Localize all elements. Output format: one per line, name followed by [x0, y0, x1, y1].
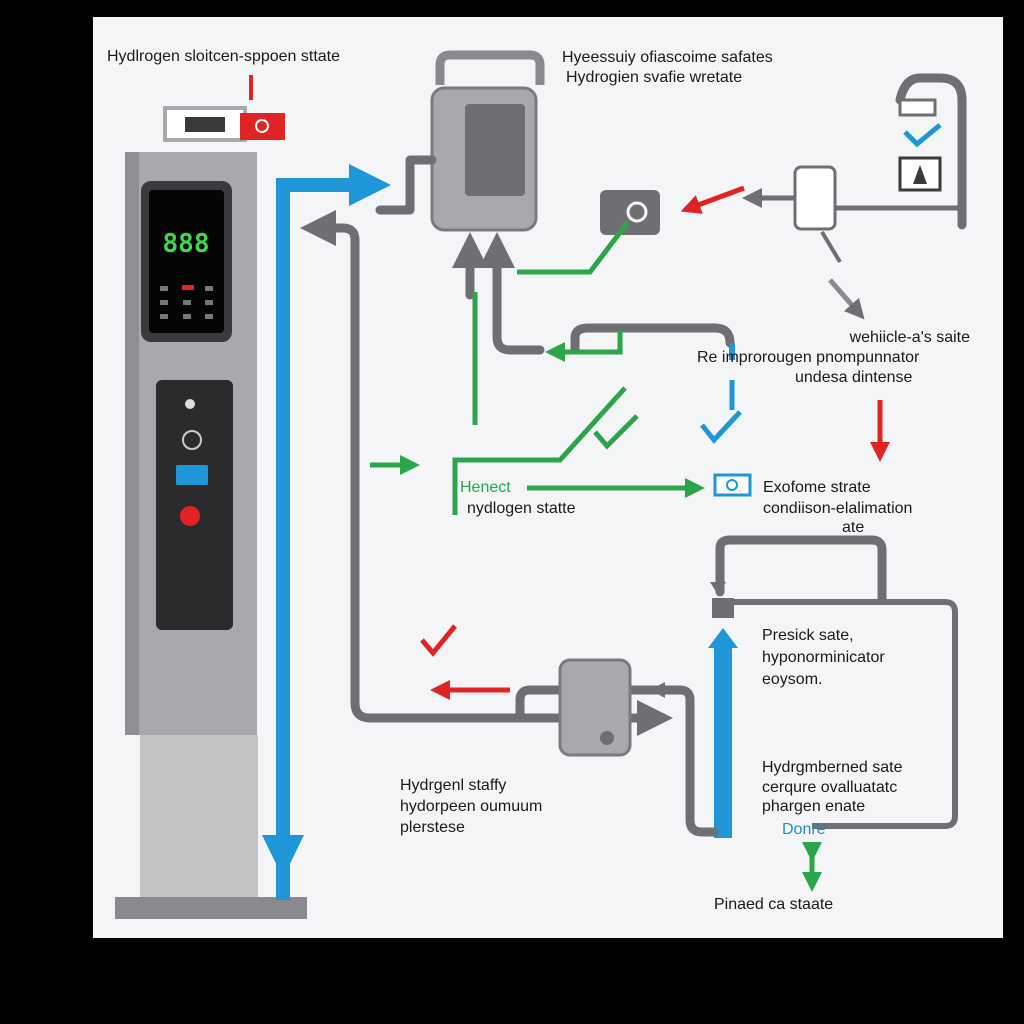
check-icon: [903, 123, 942, 148]
label-exofome-3: ate: [842, 519, 864, 536]
up-arrow-icon: [708, 628, 738, 648]
label-top-right-2: Hydrogien svafie wretate: [566, 69, 742, 86]
display-keypad-icons: [160, 286, 213, 319]
return-pipe: [300, 210, 565, 723]
red-arrow-icon: [680, 185, 745, 214]
start-button[interactable]: [176, 465, 208, 485]
valve-unit: [558, 658, 632, 757]
status-box-icon: [713, 473, 752, 497]
green-arrow-icon: [545, 330, 623, 362]
vehicle-receptacle-icon: [793, 165, 837, 231]
display-screen: [149, 190, 224, 333]
label-done: Donre: [782, 821, 826, 838]
display-readout: 888: [163, 229, 210, 259]
label-safety-2: hydorpeen oumuum: [400, 798, 542, 815]
alert-sign-icon: [240, 113, 285, 140]
label-henect: Henect: [460, 479, 511, 496]
check-icon: [420, 624, 457, 657]
status-light-icon: [185, 399, 195, 409]
user-icon: [182, 430, 202, 450]
gray-arrow-icon: [828, 278, 865, 320]
nozzle-panel: [156, 380, 233, 630]
label-final: Pinaed ca staate: [714, 896, 833, 913]
label-exofome-1: Exofome strate: [763, 479, 871, 496]
label-top-right-1: Hyeessuiy ofiascoime safates: [562, 49, 773, 66]
hydrogen-supply-pipe: [276, 164, 391, 900]
label-presick-1: Presick sate,: [762, 627, 854, 644]
dispenser-station: 888: [115, 75, 307, 919]
label-eval-1: Hydrgmberned sate: [762, 759, 903, 776]
compressor-unit: [375, 50, 545, 232]
label-eval-2: cerqure ovalluatatc: [762, 779, 897, 796]
label-top-left: Hydlrogen sloitcen-sppoen sttate: [107, 48, 340, 65]
label-vehicle-2: Re improrougen pnompunnator: [697, 349, 920, 366]
display-indicator-icon: [182, 285, 194, 290]
label-exofome-2: condiison-elalimation: [763, 500, 912, 517]
label-presick-3: eoysom.: [762, 671, 822, 688]
label-vehicle-1: wehiicle-a's saite: [849, 329, 971, 346]
label-presick-2: hyponorminicator: [762, 649, 885, 666]
label-safety-1: Hydrgenl staffy: [400, 777, 506, 794]
label-vehicle-3: undesa dintense: [795, 369, 913, 386]
green-flow-line: [517, 220, 630, 275]
label-safety-3: plerstese: [400, 819, 465, 836]
check-icon: [700, 410, 742, 444]
down-arrow-icon: [262, 835, 304, 878]
loop-pipe: [715, 535, 887, 605]
sensor-unit: [600, 190, 660, 235]
check-icon: [593, 414, 639, 450]
emergency-stop-button[interactable]: [180, 506, 200, 526]
label-hydrogen-state: nydlogen statte: [467, 500, 576, 517]
label-eval-3: phargen enate: [762, 798, 865, 815]
green-flow-line: [452, 386, 627, 515]
